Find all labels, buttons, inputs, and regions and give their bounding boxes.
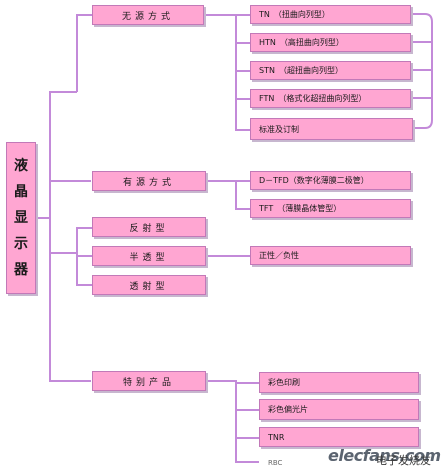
root-char-4: 示 [14, 236, 28, 252]
special-branch-vertical-line [235, 380, 237, 462]
main-trunk-line [49, 91, 51, 382]
tn-box: TN （扭曲向列型） [250, 5, 411, 24]
to-color-print-line [235, 382, 259, 384]
trunk-to-active-line [49, 180, 91, 182]
to-tnr-line [235, 437, 259, 439]
reflective-box: 反射型 [92, 217, 206, 237]
root-char-3: 显 [14, 210, 28, 226]
tnr-box: TNR [259, 427, 419, 447]
special-products-box: 特别产品 [92, 371, 206, 391]
to-htn-line [235, 42, 250, 44]
to-passive-line [76, 14, 92, 16]
reflect-upper-trunk-line [76, 14, 78, 92]
to-transmissive-line [76, 284, 92, 286]
root-char-5: 器 [14, 262, 28, 278]
stn-box: STN （超扭曲向列型） [250, 61, 411, 80]
root-to-trunk-line [36, 217, 50, 219]
to-color-polarizer-line [235, 409, 259, 411]
watermark-text: 电子发烧友 [376, 454, 431, 467]
to-stn-line [235, 70, 250, 72]
active-to-branch-line [206, 180, 236, 182]
rbc-label: RBC [268, 459, 283, 467]
passive-branch-vertical-line [235, 14, 237, 130]
transflective-to-polarity-line [206, 255, 250, 257]
htn-box: HTN （高扭曲向列型） [250, 33, 411, 52]
passive-mode-box: 无源方式 [92, 5, 204, 25]
trunk-to-special-line [49, 380, 91, 382]
root-lcd-box: 液 晶 显 示 器 [6, 142, 36, 294]
polarity-box: 正性／负性 [250, 246, 411, 265]
transflective-box: 半透型 [92, 246, 206, 266]
to-tft-line [235, 208, 250, 210]
to-tn-line [235, 14, 250, 16]
to-tfd-line [235, 180, 250, 182]
special-to-branch-line [206, 380, 236, 382]
watermark-brand: elecfans.com [328, 446, 441, 465]
ftn-box: FTN （格式化超扭曲向列型） [250, 89, 411, 108]
root-char-1: 液 [14, 158, 28, 174]
active-branch-vertical-line [235, 180, 237, 209]
d-tfd-box: D－TFD（数字化薄膜二极管） [250, 171, 411, 190]
to-rbc-line [235, 461, 259, 463]
standard-custom-box: 标准及订制 [250, 118, 413, 140]
transmissive-box: 透射型 [92, 275, 206, 295]
color-polarizer-box: 彩色偏光片 [259, 399, 419, 420]
to-reflective-line [76, 227, 92, 229]
to-transflective-line [76, 255, 92, 257]
trunk-to-types-line [49, 252, 77, 254]
trunk-to-reflect-line [49, 91, 77, 93]
to-ftn-line [235, 98, 250, 100]
passive-to-branch-line [204, 14, 236, 16]
to-standard-line [235, 129, 250, 131]
root-char-2: 晶 [14, 184, 28, 200]
tft-box: TFT （薄膜晶体管型） [250, 199, 411, 218]
active-mode-box: 有源方式 [92, 171, 206, 191]
color-print-box: 彩色印刷 [259, 372, 419, 393]
